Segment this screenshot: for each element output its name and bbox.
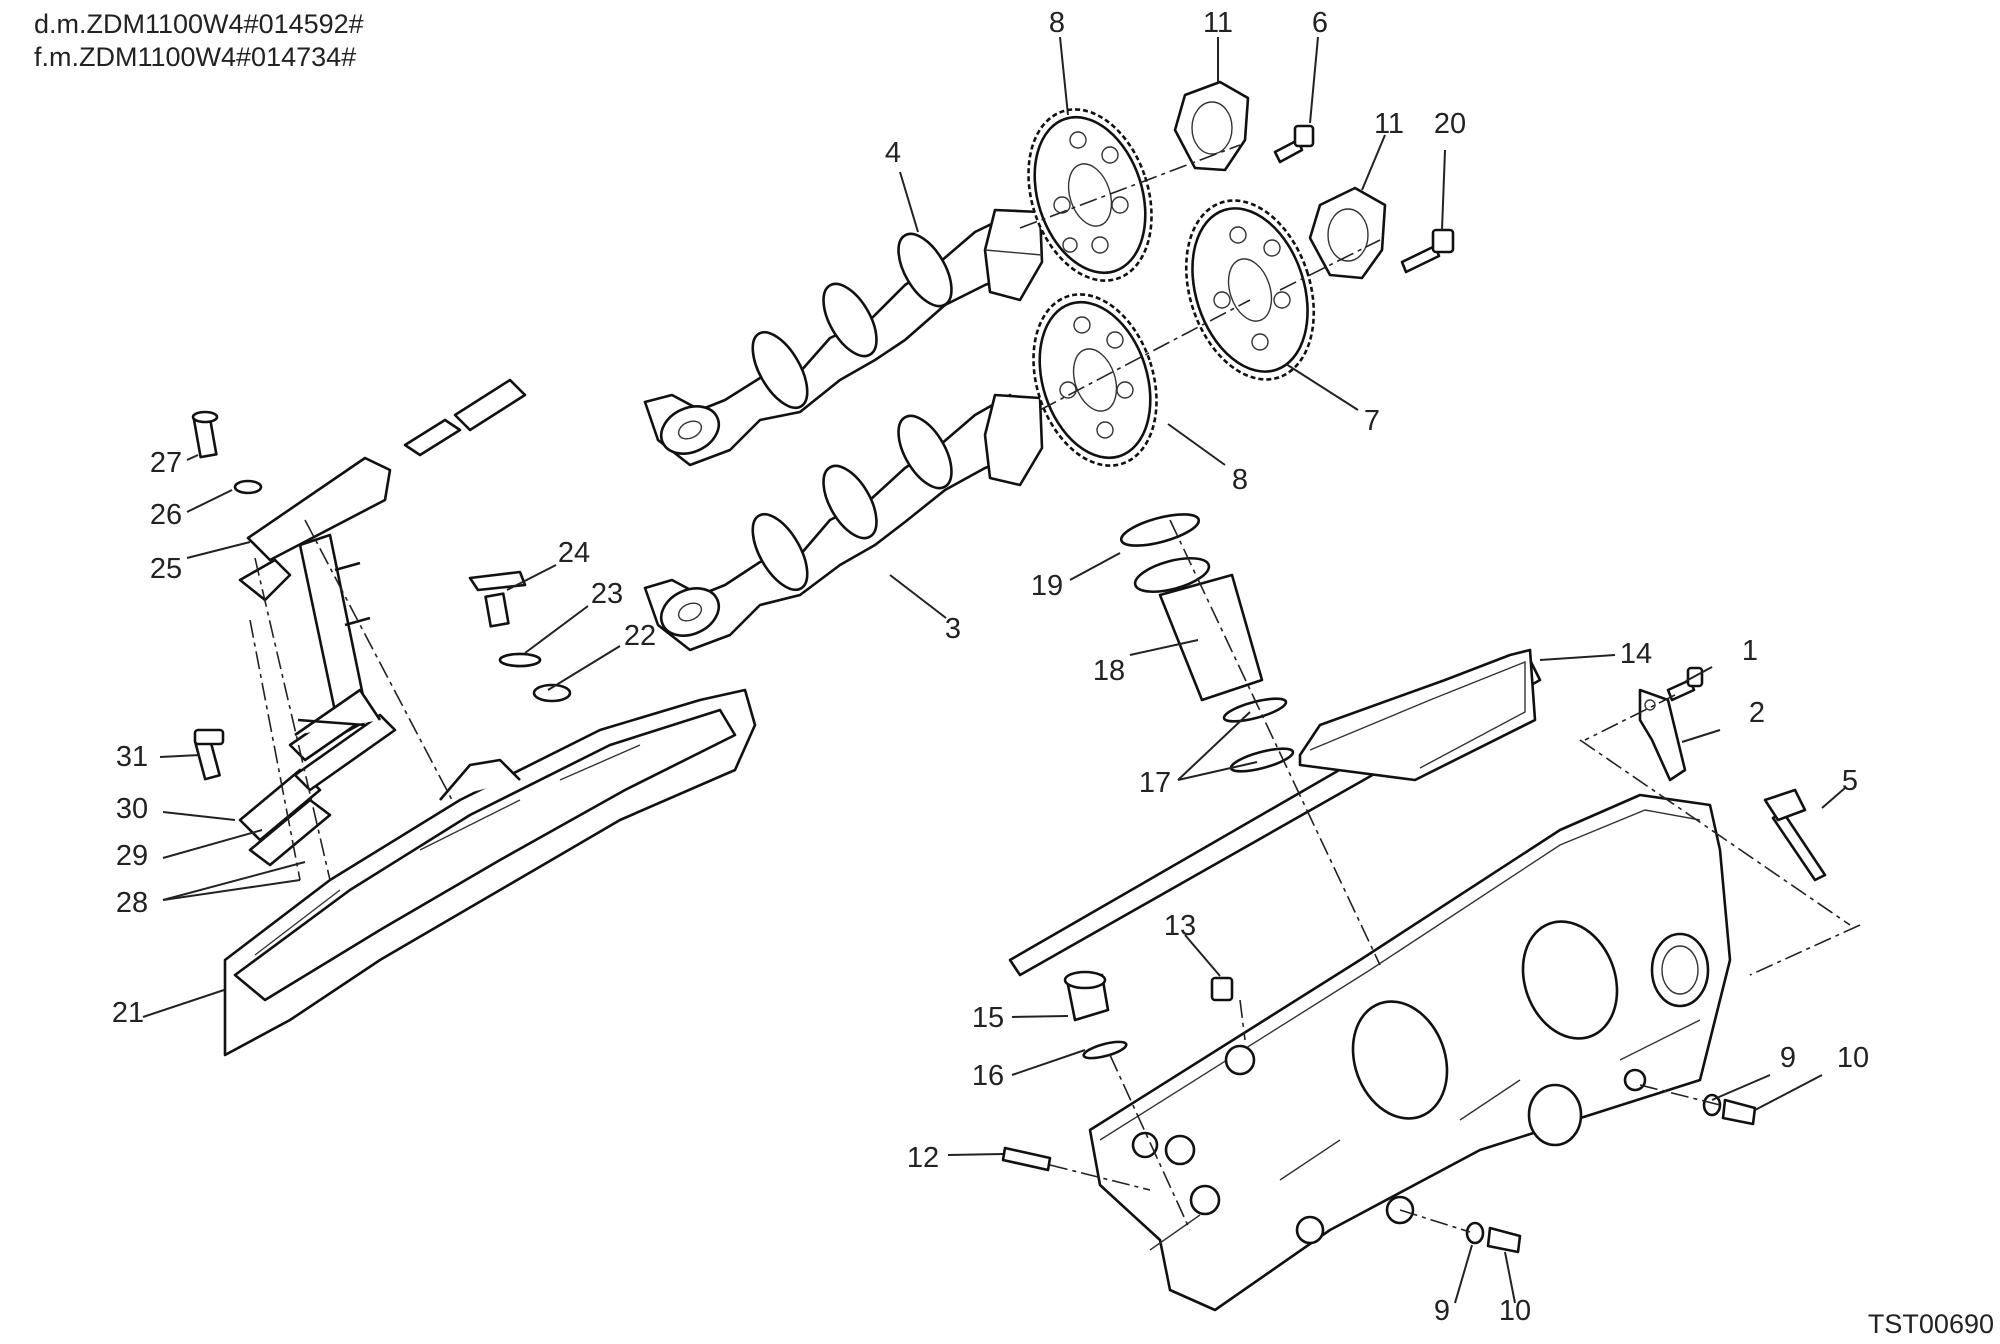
callout-9-right: 9: [1780, 1042, 1796, 1074]
callout-16: 16: [972, 1060, 1004, 1092]
callout-28: 28: [116, 887, 148, 919]
model-code-line-2: f.m.ZDM1100W4#014734#: [34, 42, 357, 72]
gear-plate-upper: [1173, 80, 1250, 172]
callout-8-top: 8: [1049, 7, 1065, 39]
callout-17: 17: [1139, 767, 1171, 799]
callout-13: 13: [1164, 910, 1196, 942]
callout-15: 15: [972, 1002, 1004, 1034]
idler-gear: [1184, 199, 1316, 381]
camshaft-gear-upper: [1027, 108, 1153, 282]
model-header: d.m.ZDM1100W4#014592# f.m.ZDM1100W4#0147…: [34, 8, 364, 74]
callout-24: 24: [558, 537, 590, 569]
gear-plate-lower: [1308, 186, 1387, 280]
callout-20: 20: [1434, 108, 1466, 140]
callout-22: 22: [624, 620, 656, 652]
callout-leaders: [142, 36, 1846, 1304]
callout-30: 30: [116, 793, 148, 825]
callout-9-bottom: 9: [1434, 1295, 1450, 1327]
callout-25: 25: [150, 553, 182, 585]
bolt-6: [1273, 124, 1315, 164]
washer-22-23: [498, 652, 542, 668]
callout-26: 26: [150, 499, 182, 531]
callout-12: 12: [907, 1142, 939, 1174]
callout-3: 3: [945, 613, 961, 645]
callout-10-right: 10: [1837, 1042, 1869, 1074]
callout-6: 6: [1312, 7, 1328, 39]
bracket-2: [1638, 688, 1687, 782]
callout-31: 31: [116, 741, 148, 773]
bolt-20: [1400, 228, 1455, 274]
callout-19: 19: [1031, 570, 1063, 602]
ignition-coil: [191, 378, 527, 737]
plug-10-right: [1702, 1093, 1757, 1126]
callout-23: 23: [591, 578, 623, 610]
callout-8-middle: 8: [1232, 464, 1248, 496]
bush-15: [1063, 970, 1110, 1022]
drawing-code: TST00690: [1867, 1309, 1994, 1339]
callout-5: 5: [1842, 765, 1858, 797]
cylinder-head: [1088, 793, 1732, 1312]
callout-2: 2: [1749, 697, 1765, 729]
stud-12: [1001, 1146, 1052, 1172]
camshaft-lower: [643, 393, 1044, 652]
callout-11-left: 11: [1203, 7, 1233, 39]
callout-18: 18: [1093, 655, 1125, 687]
plug-10-bottom: [1465, 1221, 1522, 1254]
callout-1: 1: [1742, 635, 1758, 667]
callout-10-bottom: 10: [1499, 1295, 1531, 1327]
callout-21: 21: [112, 997, 144, 1029]
callout-11-right: 11: [1374, 108, 1404, 140]
camshaft-upper: [643, 208, 1044, 467]
bolt-5: [1763, 788, 1827, 882]
callout-numbers: 1 2 3 4 5 6 7 8 8 9 9 10 10 11 11 12 13 …: [112, 7, 1869, 1327]
callout-27: 27: [150, 447, 182, 479]
cover-gasket: [1008, 648, 1542, 977]
camshaft-gear-lower: [1032, 293, 1158, 467]
callout-4: 4: [885, 137, 901, 169]
ring-16: [1082, 1040, 1128, 1060]
callout-7: 7: [1364, 405, 1380, 437]
callout-14: 14: [1620, 638, 1652, 670]
model-code-line-1: d.m.ZDM1100W4#014592#: [34, 9, 364, 39]
assembly-centerlines: [249, 144, 1861, 1233]
dowel-13: [1210, 976, 1234, 1002]
spark-plug-tube: [1119, 513, 1295, 773]
callout-29: 29: [116, 840, 148, 872]
